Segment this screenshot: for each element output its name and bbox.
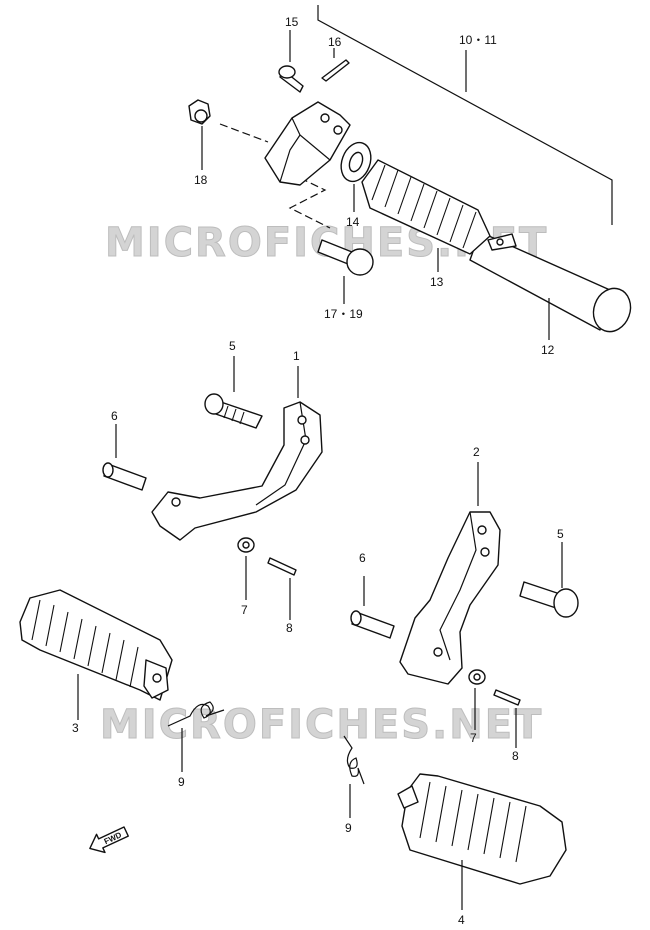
label-18: 18	[194, 173, 208, 187]
label-7-left: 7	[241, 603, 248, 617]
part-3-left-footpeg	[19, 589, 173, 720]
part-16-cotter-pin	[321, 48, 350, 82]
label-13: 13	[430, 275, 444, 289]
label-5-left: 5	[229, 339, 236, 353]
label-6-right: 6	[359, 551, 366, 565]
part-2-right-bracket	[399, 462, 501, 685]
part-9-left-spring	[167, 701, 225, 772]
part-5-left-bolt	[204, 356, 263, 429]
part-1-left-bracket	[151, 366, 323, 541]
bracket-lines-10-11	[317, 5, 613, 225]
label-9-right: 9	[345, 821, 352, 835]
label-15: 15	[285, 15, 299, 29]
part-9-right-spring	[343, 735, 365, 818]
part-6-right-pin	[350, 576, 395, 639]
part-8-right-cotter-pin	[493, 689, 521, 748]
label-12: 12	[541, 343, 555, 357]
label-5-right: 5	[557, 527, 564, 541]
label-7-right: 7	[470, 731, 477, 745]
label-17-19: 17・19	[324, 307, 363, 321]
part-12-footpeg-shaft	[469, 231, 632, 340]
part-4-right-footpeg	[397, 773, 567, 910]
part-18-nut	[188, 99, 211, 170]
part-8-left-cotter-pin	[267, 557, 297, 620]
label-14: 14	[346, 215, 360, 229]
part-17-19-bolt	[317, 239, 374, 304]
part-6-left-pin	[102, 424, 147, 491]
label-16: 16	[328, 35, 342, 49]
part-15-pin	[278, 30, 304, 93]
label-8-right: 8	[512, 749, 519, 763]
part-14-washer	[340, 141, 372, 212]
label-2: 2	[473, 445, 480, 459]
assembly-leaders	[219, 123, 331, 229]
label-9-left: 9	[178, 775, 185, 789]
label-8-left: 8	[286, 621, 293, 635]
part-13-rubber-grip	[361, 159, 491, 272]
label-1: 1	[293, 349, 300, 363]
label-6-left: 6	[111, 409, 118, 423]
part-7-right-washer	[468, 669, 486, 730]
watermark-bottom: MICROFICHES.NET	[100, 702, 543, 748]
label-10-11: 10・11	[459, 33, 497, 47]
label-4: 4	[458, 913, 465, 927]
part-upper-bracket	[264, 101, 351, 186]
fwd-arrow-icon: FWD	[89, 826, 129, 854]
part-5-right-bolt	[519, 542, 579, 618]
label-3: 3	[72, 721, 79, 735]
part-7-left-washer	[237, 537, 255, 600]
